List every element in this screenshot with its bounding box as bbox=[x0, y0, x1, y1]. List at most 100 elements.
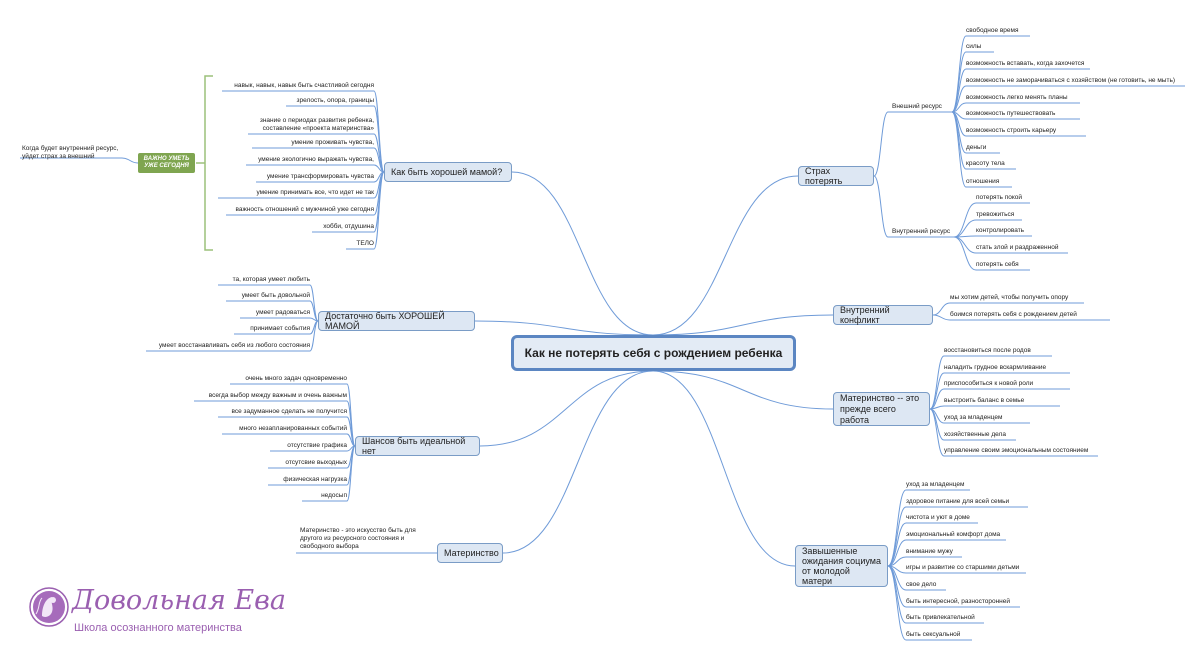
leaf-expect-5[interactable]: игры и развитие со старшими детьми bbox=[906, 564, 1020, 571]
link-good-mom-9 bbox=[373, 171, 385, 250]
leaf-fear-int-2[interactable]: контролировать bbox=[976, 227, 1025, 234]
inner-resource-note: Когда будет внутренний ресурс, уйдет стр… bbox=[22, 145, 119, 160]
leaf-expect-6[interactable]: свое дело bbox=[906, 581, 937, 588]
link-enough bbox=[474, 320, 654, 336]
leaf-work-5[interactable]: хозяйственные дела bbox=[944, 431, 1006, 438]
leaf-expect-1[interactable]: здоровое питание для всей семьи bbox=[906, 498, 1010, 505]
leaf-expect-7[interactable]: быть интересной, разносторонней bbox=[906, 598, 1010, 605]
leaf-expect-0[interactable]: уход за младенцем bbox=[906, 481, 965, 488]
link-motherhood bbox=[502, 370, 654, 554]
link-expect bbox=[652, 370, 796, 567]
leaf-fear-ext-3[interactable]: возможность не заморачиваться с хозяйств… bbox=[966, 77, 1176, 84]
subtopic-external-resource: Внешний ресурс bbox=[892, 103, 942, 110]
logo-tagline: Школа осознанного материнства bbox=[74, 622, 242, 634]
logo-name: Довольная Ева bbox=[72, 585, 286, 616]
leaf-fear-ext-8[interactable]: красоту тела bbox=[966, 160, 1005, 167]
central-topic[interactable]: Как не потерять себя с рождением ребенка bbox=[511, 335, 796, 371]
leaf-enough-4[interactable]: умеет восстанавливать себя из любого сос… bbox=[158, 342, 310, 349]
leaf-work-3[interactable]: выстроить баланс в семье bbox=[944, 397, 1025, 404]
leaf-expect-3[interactable]: эмоциональный комфорт дома bbox=[906, 531, 1001, 538]
link-enough-0 bbox=[309, 284, 319, 322]
link-work-0 bbox=[929, 355, 945, 410]
leaf-ideal-2[interactable]: все задуманное сделать не получится bbox=[231, 408, 347, 415]
leaf-fear-ext-6[interactable]: возможность строить карьеру bbox=[966, 127, 1057, 134]
link-good-mom bbox=[511, 171, 654, 336]
leaf-fear-ext-9[interactable]: отношения bbox=[966, 178, 1000, 185]
leaf-enough-0[interactable]: та, которая умеет любить bbox=[232, 276, 310, 283]
link-fear-internal bbox=[873, 175, 889, 238]
topic-good-mom[interactable]: Как быть хорошей мамой? bbox=[384, 162, 512, 182]
leaf-fear-ext-5[interactable]: возможность путешествовать bbox=[966, 110, 1056, 117]
leaf-ideal-3[interactable]: много незапланированных событий bbox=[239, 425, 347, 432]
leaf-enough-2[interactable]: умеет радоваться bbox=[255, 309, 310, 316]
leaf-fear-ext-0[interactable]: свободное время bbox=[966, 27, 1019, 34]
leaf-good-mom-3[interactable]: умение проживать чувства, bbox=[291, 139, 374, 146]
leaf-good-mom-7[interactable]: важность отношений с мужчиной уже сегодн… bbox=[235, 206, 374, 213]
leaf-enough-3[interactable]: принимает события bbox=[250, 325, 310, 332]
leaf-enough-1[interactable]: умеет быть довольной bbox=[241, 292, 310, 299]
leaf-ideal-4[interactable]: отсутствие графика bbox=[287, 442, 347, 449]
leaf-expect-8[interactable]: быть привлекательной bbox=[906, 614, 975, 621]
leaf-ideal-1[interactable]: всегда выбор между важным и очень важным bbox=[208, 392, 347, 399]
link-fear-ext-9 bbox=[951, 111, 967, 188]
leaf-fear-int-1[interactable]: тревожиться bbox=[976, 211, 1015, 218]
leaf-work-0[interactable]: восстановиться после родов bbox=[944, 347, 1031, 354]
link-note bbox=[121, 157, 139, 164]
leaf-fear-ext-7[interactable]: деньги bbox=[966, 144, 987, 151]
topic-motherhood[interactable]: Материнство bbox=[437, 543, 503, 563]
leaf-good-mom-9[interactable]: ТЕЛО bbox=[356, 240, 374, 247]
leaf-good-mom-0[interactable]: навык, навык, навык быть счастливой сего… bbox=[234, 82, 374, 89]
link-conflict-0 bbox=[932, 302, 951, 316]
leaf-fear-ext-1[interactable]: силы bbox=[966, 43, 982, 50]
leaf-work-4[interactable]: уход за младенцем bbox=[944, 414, 1003, 421]
link-fear-int-4 bbox=[953, 236, 977, 271]
link-ideal bbox=[479, 370, 654, 447]
link-ideal-0 bbox=[346, 383, 356, 447]
leaf-good-mom-4[interactable]: умение экологично выражать чувства, bbox=[258, 156, 374, 163]
link-expect-2 bbox=[887, 522, 907, 567]
topic-no-chance-ideal[interactable]: Шансов быть идеальной нет bbox=[355, 436, 480, 456]
leaf-conflict-0[interactable]: мы хотим детей, чтобы получить опору bbox=[950, 294, 1069, 301]
leaf-ideal-5[interactable]: отсутсвие выходных bbox=[285, 459, 347, 466]
leaf-conflict-1[interactable]: боимся потерять себя с рождением детей bbox=[950, 311, 1077, 318]
leaf-motherhood-0[interactable]: Материнство - это искусство быть для дру… bbox=[300, 527, 416, 550]
leaf-ideal-0[interactable]: очень много задач одновременно bbox=[245, 375, 347, 382]
link-fear-int-1 bbox=[953, 219, 977, 238]
topic-inner-conflict[interactable]: Внутренний конфликт bbox=[833, 305, 933, 325]
leaf-work-6[interactable]: управление своим эмоциональным состояние… bbox=[944, 447, 1089, 454]
leaf-good-mom-5[interactable]: умение трансформировать чувства bbox=[266, 173, 374, 180]
link-expect-9 bbox=[887, 565, 907, 641]
link-fear-external bbox=[873, 111, 889, 177]
topic-motherhood-is-work[interactable]: Материнство -- это прежде всего работа bbox=[833, 392, 930, 426]
leaf-work-1[interactable]: наладить грудное вскармливание bbox=[944, 364, 1047, 371]
leaf-good-mom-8[interactable]: хобби, отдушина bbox=[323, 223, 374, 230]
leaf-good-mom-6[interactable]: умение принимать все, что идет не так bbox=[256, 189, 374, 196]
link-expect-0 bbox=[887, 489, 907, 567]
leaf-fear-int-3[interactable]: стать злой и раздраженной bbox=[976, 244, 1059, 251]
leaf-fear-int-4[interactable]: потерять себя bbox=[976, 261, 1019, 268]
leaf-ideal-6[interactable]: физическая нагрузка bbox=[283, 476, 347, 483]
link-enough-4 bbox=[309, 320, 319, 352]
link-work-6 bbox=[929, 408, 945, 457]
leaf-good-mom-1[interactable]: зрелость, опора, границы bbox=[296, 97, 374, 104]
subtopic-internal-resource: Внутренний ресурс bbox=[892, 228, 951, 235]
logo: Довольная Ева Школа осознанного материнс… bbox=[28, 584, 286, 644]
topic-enough-good-mom[interactable]: Достаточно быть ХОРОШЕЙ МАМОЙ bbox=[318, 311, 475, 331]
leaf-ideal-7[interactable]: недосып bbox=[321, 492, 347, 499]
leaf-fear-int-0[interactable]: потерять покой bbox=[976, 194, 1023, 201]
leaf-expect-2[interactable]: чистота и уют в доме bbox=[906, 514, 970, 521]
link-conflict bbox=[652, 314, 834, 336]
topic-high-expectations[interactable]: Завышенные ожидания социума от молодой м… bbox=[795, 545, 888, 587]
leaf-good-mom-2[interactable]: знание о периодах развития ребенка, сост… bbox=[259, 117, 374, 132]
topic-fear-of-losing[interactable]: Страх потерять bbox=[798, 166, 874, 186]
link-expect-8 bbox=[887, 565, 907, 624]
leaf-work-2[interactable]: приспособиться к новой роли bbox=[944, 380, 1034, 387]
link-fear-int-3 bbox=[953, 236, 977, 254]
leaf-expect-4[interactable]: внимание мужу bbox=[906, 548, 953, 555]
leaf-fear-ext-4[interactable]: возможность легко менять планы bbox=[966, 94, 1068, 101]
link-fear-ext-3 bbox=[951, 85, 967, 113]
leaf-fear-ext-2[interactable]: возможность вставать, когда захочется bbox=[966, 60, 1085, 67]
leaf-expect-9[interactable]: быть сексуальной bbox=[906, 631, 961, 638]
link-fear bbox=[652, 175, 799, 336]
